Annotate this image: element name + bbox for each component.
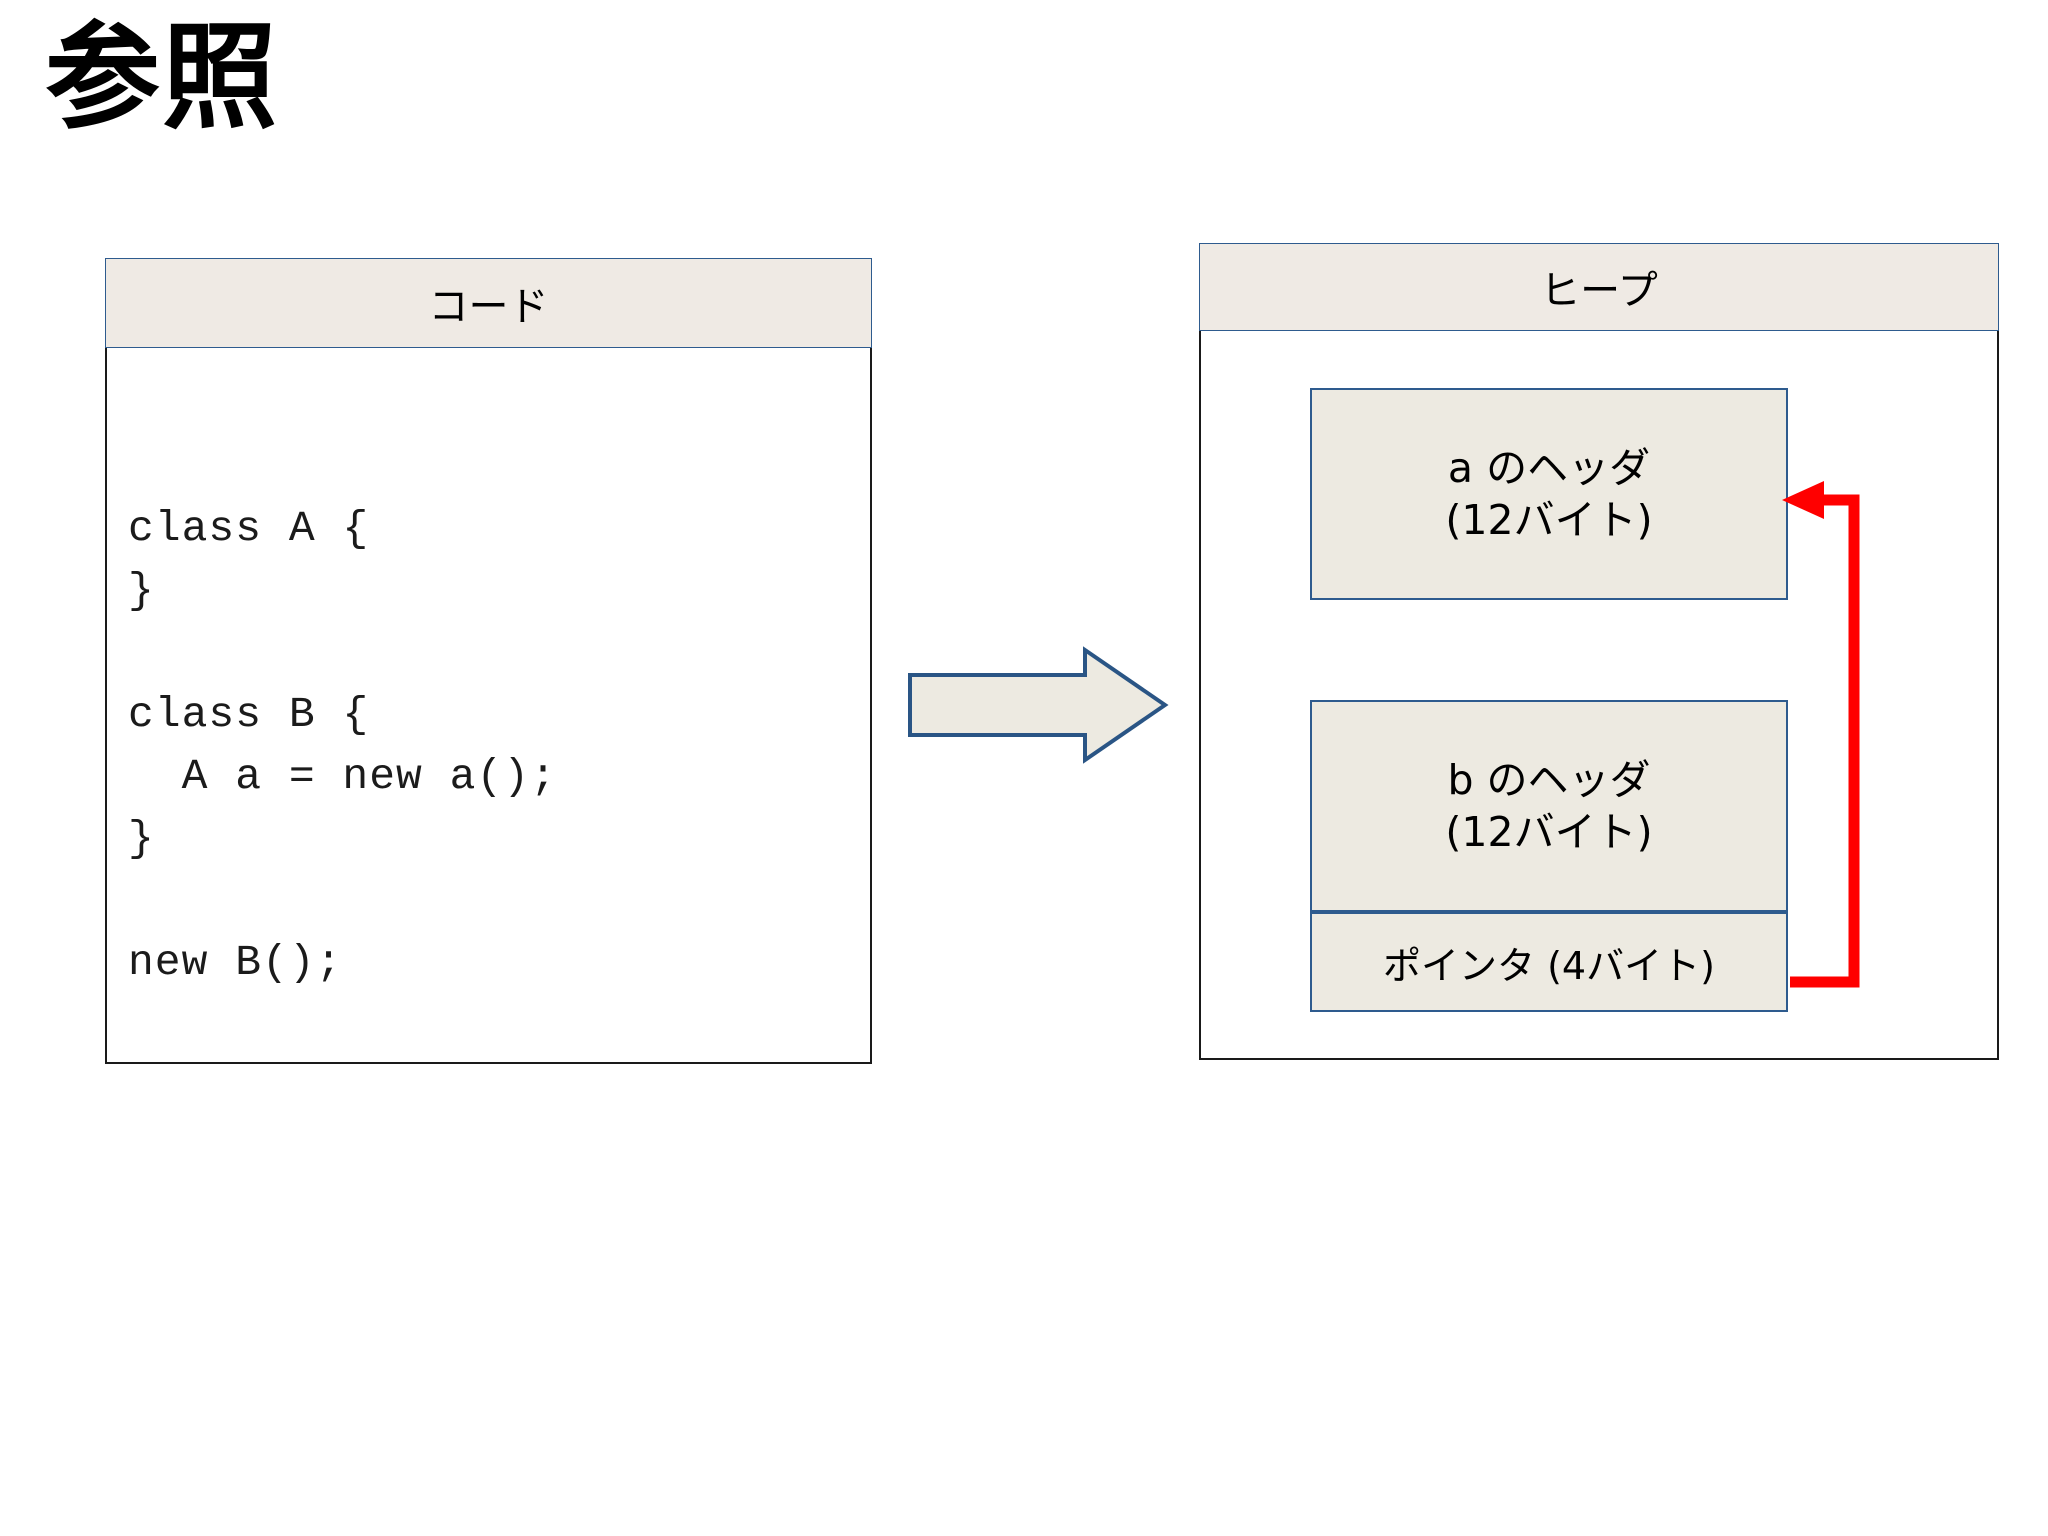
heap-cell-pointer: ポインタ (4バイト) xyxy=(1310,912,1788,1012)
pointer-reference-arrow-icon xyxy=(1782,481,1860,988)
page-title: 参照 xyxy=(45,11,280,145)
heap-cell-b-header: b のヘッダ (12バイト) xyxy=(1310,700,1788,912)
heap-cell-a-line1: a のヘッダ xyxy=(1447,444,1651,492)
heap-panel-header-label: ヒープ xyxy=(1540,268,1658,314)
heap-cell-b-line2: (12バイト) xyxy=(1445,808,1653,856)
right-block-arrow-icon xyxy=(908,646,1169,764)
heap-cell-a-header: a のヘッダ (12バイト) xyxy=(1310,388,1788,600)
code-panel-header: コード xyxy=(105,258,872,348)
heap-cell-pointer-label: ポインタ (4バイト) xyxy=(1383,943,1715,988)
heap-cell-a-line2: (12バイト) xyxy=(1445,496,1653,544)
code-panel-body xyxy=(105,348,872,1064)
code-panel-header-label: コード xyxy=(428,284,549,330)
code-block: class A { } class B { A a = new a(); } n… xyxy=(128,504,557,987)
heap-cell-b-line1: b のヘッダ xyxy=(1447,756,1651,804)
heap-panel-header: ヒープ xyxy=(1199,243,1999,331)
